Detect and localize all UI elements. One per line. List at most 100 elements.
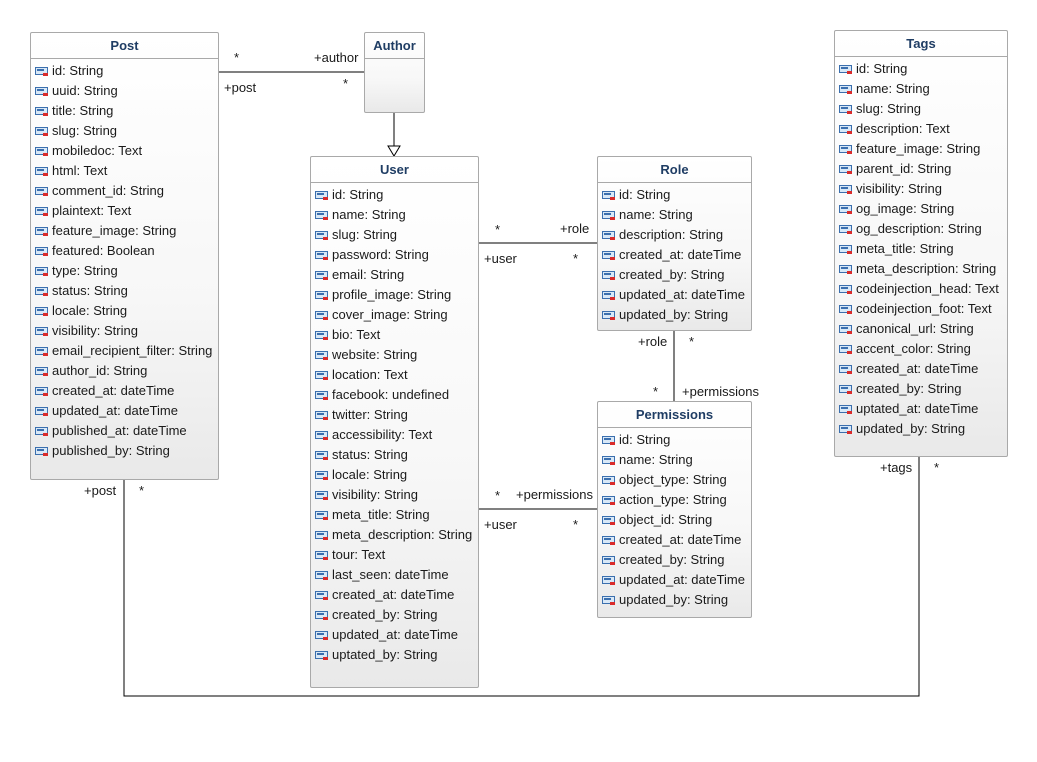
attribute-row[interactable]: action_type: String [598,490,751,510]
attribute-row[interactable]: og_image: String [835,199,1007,219]
attribute-row[interactable]: updated_by: String [835,419,1007,439]
attribute-row[interactable]: facebook: undefined [311,385,478,405]
attribute-row[interactable]: slug: String [31,121,218,141]
attribute-row[interactable]: id: String [598,185,751,205]
attribute-row[interactable]: profile_image: String [311,285,478,305]
attribute-row[interactable]: created_by: String [835,379,1007,399]
attribute-icon [315,450,328,460]
attribute-icon [602,455,615,465]
attribute-row[interactable]: location: Text [311,365,478,385]
attribute-row[interactable]: locale: String [31,301,218,321]
attribute-icon [602,435,615,445]
attribute-icon [602,575,615,585]
attribute-row[interactable]: plaintext: Text [31,201,218,221]
attribute-row[interactable]: object_id: String [598,510,751,530]
attribute-row[interactable]: created_at: dateTime [598,245,751,265]
attribute-row[interactable]: created_at: dateTime [598,530,751,550]
attribute-row[interactable]: updated_at: dateTime [311,625,478,645]
attribute-row[interactable]: accessibility: Text [311,425,478,445]
attribute-row[interactable]: feature_image: String [835,139,1007,159]
attribute-row[interactable]: updated_at: dateTime [31,401,218,421]
attribute-row[interactable]: updated_at: dateTime [598,570,751,590]
attribute-row[interactable]: created_by: String [598,265,751,285]
attribute-label: meta_title: String [856,241,954,256]
attribute-row[interactable]: featured: Boolean [31,241,218,261]
attribute-row[interactable]: meta_description: String [311,525,478,545]
attribute-row[interactable]: uuid: String [31,81,218,101]
attribute-label: location: Text [332,367,408,382]
attribute-row[interactable]: published_at: dateTime [31,421,218,441]
attribute-row[interactable]: updated_at: dateTime [598,285,751,305]
attribute-label: name: String [856,81,930,96]
attribute-row[interactable]: meta_title: String [311,505,478,525]
attribute-row[interactable]: locale: String [311,465,478,485]
attribute-row[interactable]: created_at: dateTime [835,359,1007,379]
attribute-row[interactable]: id: String [598,430,751,450]
attribute-row[interactable]: bio: Text [311,325,478,345]
attribute-row[interactable]: status: String [311,445,478,465]
attribute-row[interactable]: tour: Text [311,545,478,565]
attribute-row[interactable]: codeinjection_head: Text [835,279,1007,299]
attribute-row[interactable]: cover_image: String [311,305,478,325]
attribute-row[interactable]: id: String [835,59,1007,79]
attribute-label: updated_by: String [619,307,729,322]
role-post: +post [224,80,257,95]
attribute-row[interactable]: slug: String [835,99,1007,119]
attribute-row[interactable]: author_id: String [31,361,218,381]
attribute-row[interactable]: comment_id: String [31,181,218,201]
attribute-row[interactable]: feature_image: String [31,221,218,241]
attribute-row[interactable]: og_description: String [835,219,1007,239]
multiplicity-tags-side: * [934,460,940,475]
attribute-row[interactable]: last_seen: dateTime [311,565,478,585]
attribute-row[interactable]: status: String [31,281,218,301]
attribute-row[interactable]: updated_by: String [598,305,751,325]
attribute-row[interactable]: visibility: String [835,179,1007,199]
attribute-row[interactable]: id: String [31,61,218,81]
attribute-row[interactable]: password: String [311,245,478,265]
attribute-row[interactable]: created_at: dateTime [31,381,218,401]
attribute-row[interactable]: website: String [311,345,478,365]
attribute-row[interactable]: html: Text [31,161,218,181]
attribute-row[interactable]: title: String [31,101,218,121]
attribute-row[interactable]: mobiledoc: Text [31,141,218,161]
attribute-row[interactable]: uptated_at: dateTime [835,399,1007,419]
attribute-row[interactable]: meta_title: String [835,239,1007,259]
attribute-icon [839,384,852,394]
attribute-row[interactable]: description: String [598,225,751,245]
attribute-row[interactable]: parent_id: String [835,159,1007,179]
attribute-row[interactable]: canonical_url: String [835,319,1007,339]
attribute-row[interactable]: name: String [598,205,751,225]
attribute-row[interactable]: created_by: String [311,605,478,625]
attribute-row[interactable]: created_by: String [598,550,751,570]
attribute-row[interactable]: name: String [311,205,478,225]
attribute-row[interactable]: visibility: String [31,321,218,341]
attribute-row[interactable]: id: String [311,185,478,205]
attribute-row[interactable]: name: String [835,79,1007,99]
attribute-row[interactable]: uptated_by: String [311,645,478,665]
attribute-row[interactable]: email_recipient_filter: String [31,341,218,361]
attribute-row[interactable]: accent_color: String [835,339,1007,359]
attribute-row[interactable]: name: String [598,450,751,470]
class-title: Role [598,157,751,183]
attribute-row[interactable]: slug: String [311,225,478,245]
class-author[interactable]: Author [364,32,425,113]
attribute-row[interactable]: published_by: String [31,441,218,461]
attribute-row[interactable]: email: String [311,265,478,285]
attribute-row[interactable]: updated_by: String [598,590,751,610]
attribute-row[interactable]: created_at: dateTime [311,585,478,605]
attribute-row[interactable]: codeinjection_foot: Text [835,299,1007,319]
attribute-row[interactable]: meta_description: String [835,259,1007,279]
attribute-row[interactable]: object_type: String [598,470,751,490]
attribute-label: password: String [332,247,429,262]
attribute-row[interactable]: twitter: String [311,405,478,425]
attribute-row[interactable]: type: String [31,261,218,281]
attribute-row[interactable]: visibility: String [311,485,478,505]
attribute-row[interactable]: description: Text [835,119,1007,139]
role-user: +user [484,251,517,266]
